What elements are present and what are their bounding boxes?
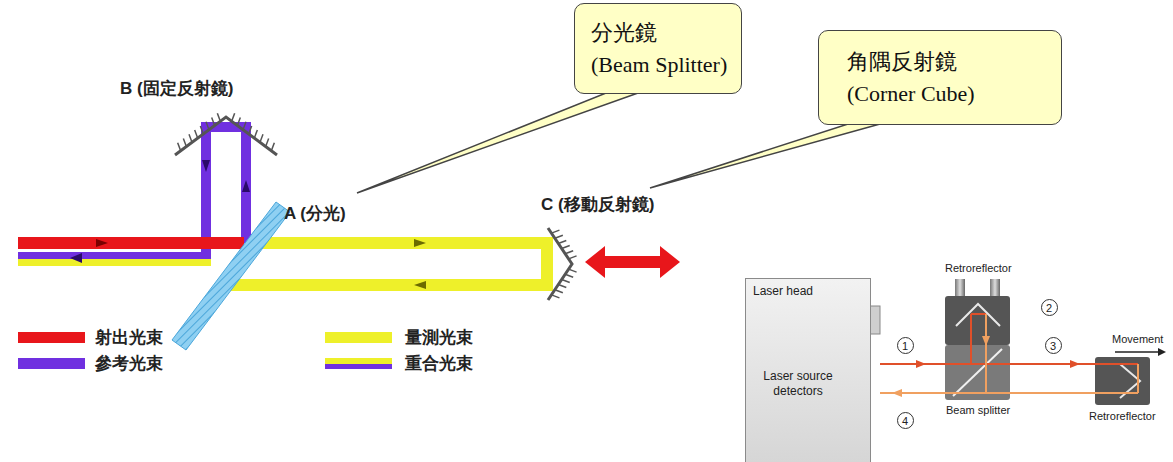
hatch-line xyxy=(189,134,192,142)
hatch-line xyxy=(562,279,570,282)
hatch-line xyxy=(206,122,209,130)
beam-arrowhead xyxy=(916,360,926,368)
hatch-line xyxy=(565,251,573,254)
part-label: Retroreflector xyxy=(945,262,1012,274)
legend-text: 重合光束 xyxy=(405,352,473,375)
node-heading: 角隅反射鏡 xyxy=(847,46,957,78)
laser-beam xyxy=(1137,364,1139,393)
hatch-line xyxy=(569,256,577,259)
beam-arrowhead xyxy=(982,336,990,346)
reference-beam xyxy=(241,122,251,243)
hatch-line xyxy=(232,113,235,121)
legend-swatch xyxy=(18,358,85,369)
reference-beam xyxy=(985,314,987,393)
node-text: (Corner Cube) xyxy=(847,78,975,110)
hatch-line xyxy=(562,246,570,249)
callout-number: 4 xyxy=(897,412,914,429)
combined-beam xyxy=(18,252,211,259)
laser-port xyxy=(870,306,880,334)
callout-number: 1 xyxy=(897,337,914,354)
beam-arrowhead xyxy=(96,239,108,247)
legend-text: 參考光束 xyxy=(95,352,163,375)
callout-number: 3 xyxy=(1045,337,1062,354)
hatch-line xyxy=(260,134,263,142)
movement-arrow xyxy=(585,246,680,278)
hatch-line xyxy=(565,274,573,277)
hatch-line xyxy=(555,290,563,293)
hatch-line xyxy=(569,269,577,272)
hatch-line xyxy=(183,139,186,147)
hatch-line xyxy=(254,130,257,138)
node-text: Laser source detectors xyxy=(756,369,840,399)
beam-arrowhead xyxy=(414,281,426,289)
reference-beam xyxy=(970,314,972,364)
hatch-line xyxy=(217,113,220,121)
retroreflector-block xyxy=(945,296,1010,345)
movement-arrow xyxy=(1115,351,1160,353)
hatch-line xyxy=(551,230,559,233)
part-label: Retroreflector xyxy=(1089,410,1156,422)
node-heading: 分光鏡 xyxy=(591,17,657,49)
beam-arrowhead xyxy=(892,389,902,397)
mount-post xyxy=(955,279,965,297)
part-label: Movement xyxy=(1112,333,1163,345)
beam-arrowhead xyxy=(242,180,250,192)
hatch-line xyxy=(249,126,252,134)
beam-arrowhead xyxy=(1070,360,1080,368)
measure-beam xyxy=(222,279,553,291)
node-text: (Beam Splitter) xyxy=(591,49,727,81)
part-label: Beam splitter xyxy=(946,404,1010,416)
beam-splitter-block xyxy=(945,345,1010,400)
callout-tail xyxy=(357,93,638,193)
beam-arrowhead xyxy=(202,160,210,172)
emitted-beam xyxy=(18,237,244,249)
legend-swatch xyxy=(18,332,85,343)
reference-beam xyxy=(971,313,986,315)
hatch-line xyxy=(195,130,198,138)
hatch-line xyxy=(237,117,240,125)
part-label: C (移動反射鏡) xyxy=(541,193,654,216)
legend-combined-swatch xyxy=(325,358,392,369)
legend-text: 量測光束 xyxy=(405,326,473,349)
hatch-line xyxy=(212,117,215,125)
beam-splitter-plate xyxy=(172,202,290,350)
measure-beam xyxy=(245,237,553,249)
part-label: B (固定反射鏡) xyxy=(120,77,233,100)
mirror-hatching xyxy=(178,113,577,298)
moving-mirror xyxy=(548,228,572,300)
beam-arrowhead xyxy=(70,253,82,263)
fixed-mirror xyxy=(175,117,277,155)
callout-box: 角隅反射鏡(Corner Cube) xyxy=(818,30,1062,125)
combined-beam xyxy=(18,259,211,266)
return-beam xyxy=(880,392,1138,394)
retroreflector-prism xyxy=(956,304,1000,326)
part-label: A (分光) xyxy=(284,202,346,225)
legend-text: 射出光束 xyxy=(95,326,163,349)
hatch-line xyxy=(178,143,181,151)
callout-box: 分光鏡(Beam Splitter) xyxy=(574,3,742,94)
hatch-line xyxy=(243,122,246,130)
splitter-surface xyxy=(953,349,1002,396)
node-heading: Laser head xyxy=(753,284,813,298)
callout-tail xyxy=(650,124,880,188)
hatch-line xyxy=(266,139,269,147)
hatch-line xyxy=(200,126,203,134)
hatch-line xyxy=(555,235,563,238)
movement-arrow xyxy=(1158,348,1166,356)
laser-head-box: Laser headLaser source detectors xyxy=(745,278,871,462)
hatch-line xyxy=(558,240,566,243)
hatch-line xyxy=(271,143,274,151)
legend-swatch xyxy=(325,332,392,343)
callout-number: 2 xyxy=(1041,299,1058,316)
beam-arrowhead xyxy=(414,239,426,247)
hatch-line xyxy=(551,295,559,298)
mount-post xyxy=(990,279,1000,297)
hatch-line xyxy=(558,285,566,288)
